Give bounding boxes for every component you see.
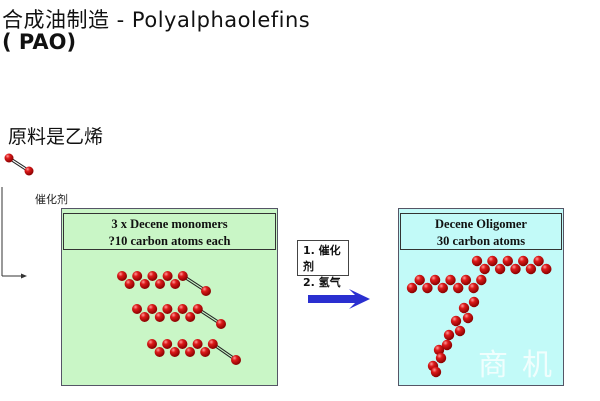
carbon-atom bbox=[429, 274, 441, 286]
reaction-arrow-icon bbox=[308, 289, 370, 309]
carbon-atom bbox=[443, 329, 455, 341]
carbon-atom bbox=[147, 339, 157, 349]
carbon-atom bbox=[476, 274, 487, 286]
carbon-atom bbox=[154, 347, 165, 357]
monomer-box: 3 x Decene monomers ?10 carbon atoms eac… bbox=[61, 208, 278, 386]
carbon-atom bbox=[533, 255, 544, 267]
carbon-atom bbox=[510, 263, 521, 275]
carbon-atom bbox=[132, 304, 142, 314]
carbon-atom bbox=[170, 312, 180, 322]
carbon-atom bbox=[200, 347, 211, 357]
carbon-atom bbox=[435, 352, 447, 364]
carbon-atom bbox=[169, 347, 180, 357]
carbon-atom bbox=[139, 279, 150, 289]
monomer-carbons: ?10 carbon atoms each bbox=[108, 234, 231, 248]
watermark: 商机 bbox=[478, 348, 566, 383]
carbon-atom bbox=[441, 339, 453, 351]
carbon-atom bbox=[147, 271, 158, 281]
carbon-atom bbox=[154, 312, 165, 322]
oligomer-carbons: 30 carbon atoms bbox=[436, 234, 526, 248]
carbon-atom bbox=[201, 286, 211, 296]
carbon-atom bbox=[170, 279, 181, 289]
carbon-atom bbox=[117, 271, 127, 281]
carbon-atom bbox=[216, 319, 226, 329]
carbon-atom bbox=[468, 282, 479, 294]
carbon-atom bbox=[177, 271, 188, 281]
carbon-atom bbox=[430, 366, 442, 378]
carbon-atom bbox=[162, 339, 173, 349]
reaction-conditions: 1. 催化剂 2. 氢气 bbox=[297, 240, 349, 289]
carbon-atom bbox=[450, 315, 462, 327]
carbon-atom bbox=[185, 312, 196, 322]
carbon-atom bbox=[192, 339, 203, 349]
carbon-atom bbox=[162, 271, 173, 281]
raw-material-heading: 原料是乙烯 bbox=[8, 126, 104, 148]
carbon-atom bbox=[406, 282, 418, 294]
carbon-atom bbox=[155, 279, 165, 289]
carbon-atom bbox=[147, 304, 158, 314]
carbon-atom bbox=[433, 344, 445, 356]
carbon-atom bbox=[139, 312, 150, 322]
oligomer-box-header: Decene Oligomer 30 carbon atoms bbox=[400, 213, 562, 250]
carbon-atom bbox=[471, 255, 483, 267]
carbon-atom bbox=[462, 312, 474, 324]
carbon-atom bbox=[487, 255, 498, 267]
carbon-atom bbox=[4, 153, 14, 163]
carbon-atom bbox=[453, 282, 464, 294]
monomer-count: 3 x Decene monomers bbox=[111, 217, 228, 231]
carbon-atom bbox=[454, 325, 466, 337]
monomer-box-header: 3 x Decene monomers ?10 carbon atoms eac… bbox=[63, 213, 276, 250]
carbon-atom bbox=[468, 296, 480, 308]
carbon-atom bbox=[192, 304, 203, 314]
catalyst-label: 催化剂 bbox=[35, 193, 68, 206]
carbon-atom bbox=[437, 282, 448, 294]
carbon-atom bbox=[494, 263, 506, 275]
carbon-atom bbox=[124, 279, 135, 289]
slide-title: 合成油制造 - Polyalphaolefins bbox=[2, 8, 311, 32]
carbon-atom bbox=[414, 274, 425, 286]
condition-catalyst: 1. 催化剂 bbox=[303, 244, 341, 273]
carbon-atom bbox=[162, 304, 173, 314]
carbon-atom bbox=[185, 347, 195, 357]
carbon-atom bbox=[445, 274, 456, 286]
carbon-atom bbox=[207, 339, 218, 349]
carbon-atom bbox=[458, 302, 470, 314]
carbon-atom bbox=[177, 339, 188, 349]
carbon-atom bbox=[502, 255, 513, 267]
slide-title-abbrev: ( PAO) bbox=[2, 30, 77, 54]
carbon-atom bbox=[132, 271, 143, 281]
oligomer-name: Decene Oligomer bbox=[435, 217, 527, 231]
carbon-atom bbox=[518, 255, 529, 267]
condition-hydrogen: 2. 氢气 bbox=[303, 276, 341, 289]
carbon-atom bbox=[479, 263, 490, 275]
carbon-atom bbox=[541, 263, 552, 275]
carbon-atom bbox=[24, 166, 34, 176]
carbon-atom bbox=[422, 282, 433, 294]
oligomer-box: Decene Oligomer 30 carbon atoms bbox=[398, 208, 564, 386]
process-arrowhead bbox=[21, 273, 27, 279]
carbon-atom bbox=[460, 274, 472, 286]
carbon-atom bbox=[525, 263, 537, 275]
carbon-atom bbox=[177, 304, 188, 314]
carbon-atom bbox=[231, 355, 241, 365]
